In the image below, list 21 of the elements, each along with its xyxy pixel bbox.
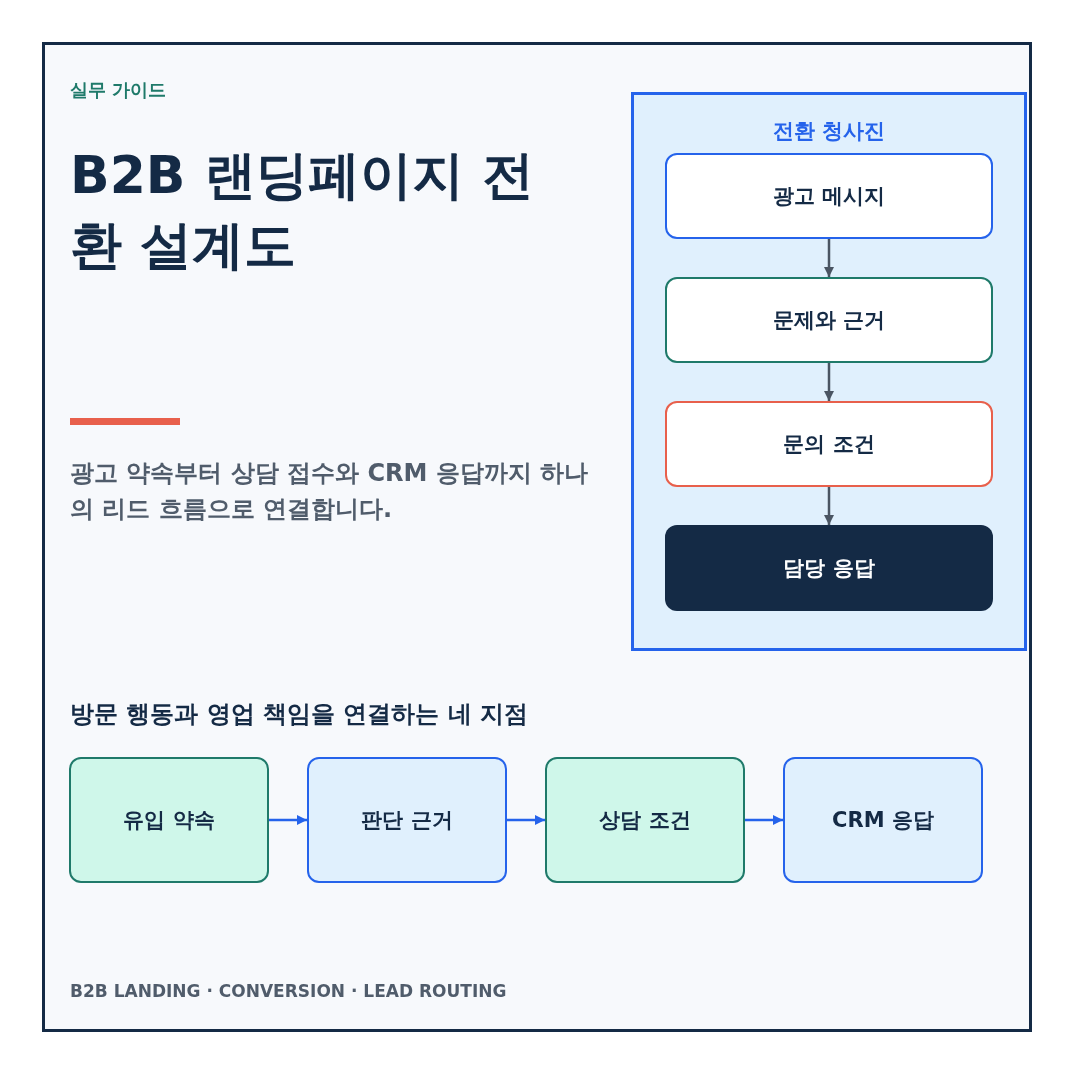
step-box: 광고 메시지 [665, 153, 993, 239]
stage-box: 상담 조건 [545, 757, 745, 883]
title: B2B 랜딩페이지 전환 설계도 [70, 144, 535, 277]
arrow [824, 363, 834, 401]
stage-box: CRM 응답 [783, 757, 983, 883]
arrow [824, 239, 834, 277]
description-text: 광고 약속부터 상담 접수와 CRM 응답까지 하나의 리드 흐름으로 연결합니다. [70, 458, 590, 525]
arrow [269, 815, 307, 825]
section-heading: 방문 행동과 영업 책임을 연결하는 네 지점 [70, 699, 529, 730]
arrow [745, 815, 783, 825]
arrow [824, 487, 834, 525]
panel-heading: 전환 청사진 [771, 118, 887, 145]
stage-box: 유입 약속 [69, 757, 269, 883]
subtitle: 실무 가이드 [70, 78, 167, 102]
step-box: 문의 조건 [665, 401, 993, 487]
step-box: 문제와 근거 [665, 277, 993, 363]
step-box: 담당 응답 [665, 525, 993, 611]
stage-box: 판단 근거 [307, 757, 507, 883]
footer-text: B2B LANDING · CONVERSION · LEAD ROUTING [70, 981, 507, 1001]
blueprint-panel [631, 92, 1027, 651]
arrow [507, 815, 545, 825]
